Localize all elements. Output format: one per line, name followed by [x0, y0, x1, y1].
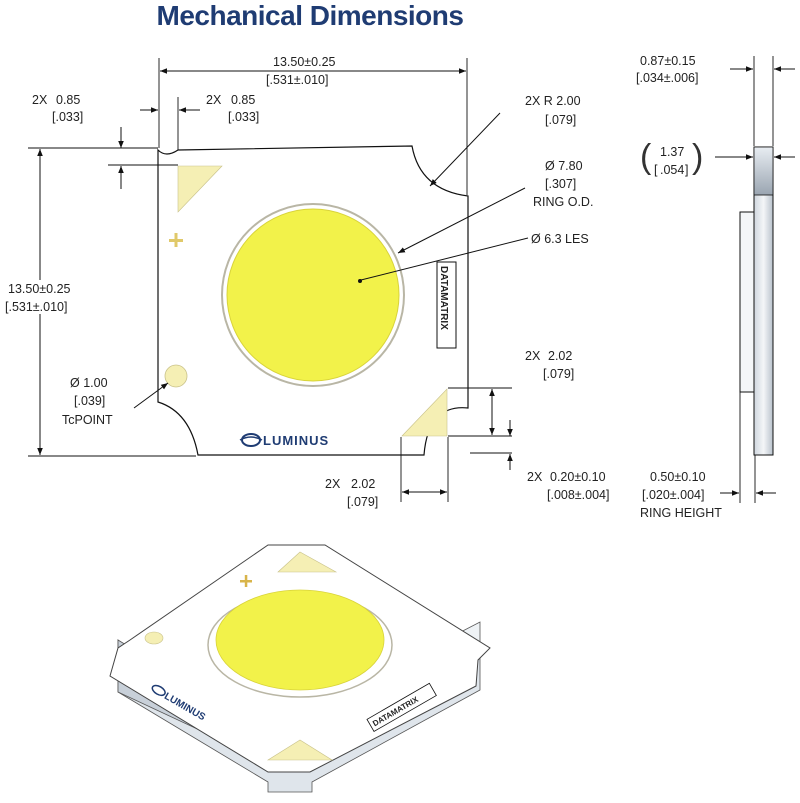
width-mm-text: 13.50±0.25 — [273, 55, 336, 69]
svg-text:2X: 2X — [527, 470, 543, 484]
svg-text:2X R 2.00: 2X R 2.00 — [525, 94, 581, 108]
svg-text:Ø 1.00: Ø 1.00 — [70, 376, 108, 390]
svg-text:RING O.D.: RING O.D. — [533, 195, 593, 209]
height-in-text: [.531±.010] — [5, 300, 67, 314]
svg-text:1.37: 1.37 — [660, 145, 684, 159]
svg-text:0.85: 0.85 — [56, 93, 80, 107]
svg-text:2X: 2X — [325, 477, 341, 491]
svg-text:[.079]: [.079] — [347, 495, 378, 509]
svg-text:Ø 6.3 LES: Ø 6.3 LES — [531, 232, 589, 246]
svg-text:RING HEIGHT: RING HEIGHT — [640, 506, 722, 520]
svg-text:2.02: 2.02 — [548, 349, 572, 363]
svg-text:[.033]: [.033] — [52, 110, 83, 124]
tc-point-circle — [164, 364, 188, 388]
svg-text:[.079]: [.079] — [545, 113, 576, 127]
pad-top-left — [177, 165, 223, 213]
svg-text:[.034±.006]: [.034±.006] — [636, 71, 698, 85]
svg-text:): ) — [692, 138, 703, 176]
page-title: Mechanical Dimensions — [156, 0, 464, 31]
svg-text:[.079]: [.079] — [543, 367, 574, 381]
svg-text:0.87±0.15: 0.87±0.15 — [640, 54, 696, 68]
width-in-text: [.531±.010] — [266, 73, 328, 87]
side-ring — [739, 211, 755, 393]
svg-text:]: ] — [685, 163, 688, 177]
side-view: 0.87±0.15 [.034±.006] ( ) 1.37 [ .054 ] … — [636, 54, 795, 520]
polarity-plus-icon — [169, 233, 183, 247]
svg-text:0.20±0.10: 0.20±0.10 — [550, 470, 606, 484]
datamatrix-label: DATAMATRIX — [438, 266, 449, 330]
svg-text:[.020±.004]: [.020±.004] — [642, 488, 704, 502]
pad-bottom-right — [401, 388, 448, 437]
luminus-logo: LUMINUS — [239, 433, 329, 448]
svg-text:2X: 2X — [32, 93, 48, 107]
svg-text:TcPOINT: TcPOINT — [62, 413, 113, 427]
top-view: DATAMATRIX LUMINUS 13.50±0.25 [.531±.010… — [5, 55, 609, 509]
svg-text:0.85: 0.85 — [231, 93, 255, 107]
svg-text:[.033]: [.033] — [228, 110, 259, 124]
svg-text:0.50±0.10: 0.50±0.10 — [650, 470, 706, 484]
brand-label: LUMINUS — [263, 433, 329, 448]
les-circle — [226, 208, 400, 382]
isometric-view: DATAMATRIX LUMINUS — [109, 544, 491, 793]
svg-text:.054: .054 — [660, 163, 684, 177]
iso-les — [215, 589, 385, 691]
svg-text:Ø 7.80: Ø 7.80 — [545, 159, 583, 173]
height-mm-text: 13.50±0.25 — [8, 282, 71, 296]
svg-text:(: ( — [640, 138, 652, 176]
svg-text:2X: 2X — [525, 349, 541, 363]
svg-text:2.02: 2.02 — [351, 477, 375, 491]
svg-text:[.039]: [.039] — [74, 394, 105, 408]
svg-text:[.008±.004]: [.008±.004] — [547, 488, 609, 502]
svg-text:2X: 2X — [206, 93, 222, 107]
svg-text:[: [ — [654, 163, 658, 177]
svg-text:[.307]: [.307] — [545, 177, 576, 191]
